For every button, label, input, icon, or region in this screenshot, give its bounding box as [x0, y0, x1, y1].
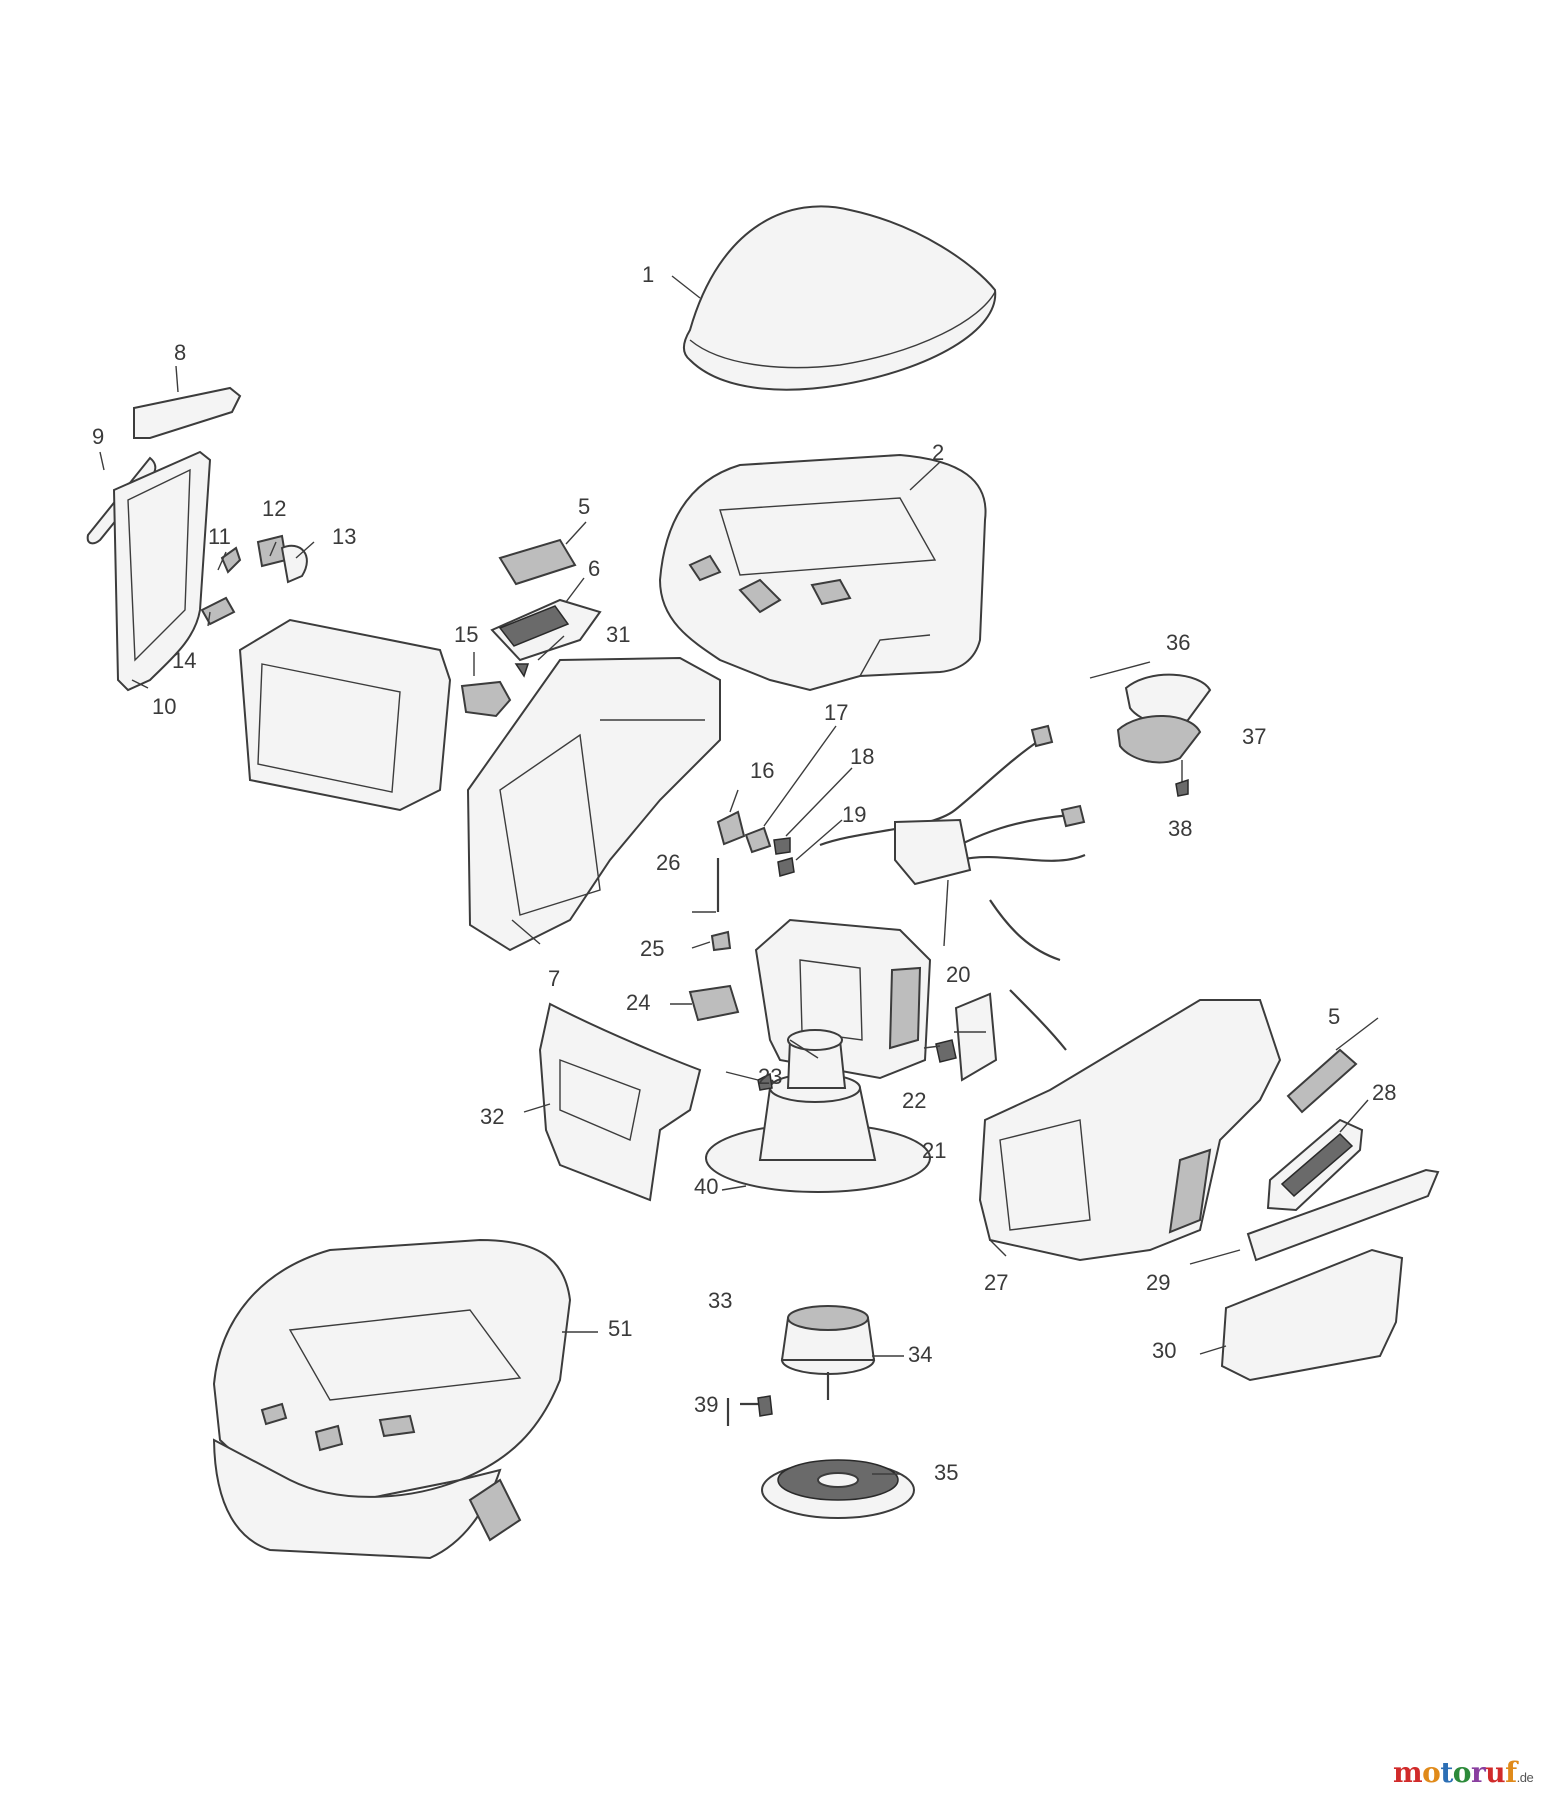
label-part-25: 25: [640, 936, 665, 961]
label-part-5-right: 5: [1328, 1004, 1341, 1029]
part-38-screw: [1175, 778, 1189, 797]
part-7-chassis: [466, 656, 721, 952]
part-14-clip: [200, 596, 236, 626]
label-part-14: 14: [172, 648, 197, 673]
part-27-right-body: [978, 999, 1282, 1262]
label-part-18: 18: [850, 744, 875, 769]
part-11-clip: [220, 546, 242, 574]
part-29-trim: [1246, 1168, 1440, 1262]
label-part-30: 30: [1152, 1338, 1177, 1363]
part-5-filter-right: [1286, 1048, 1358, 1114]
part-20-wiring-harness: [819, 724, 1086, 1051]
label-part-38: 38: [1168, 816, 1193, 841]
label-part-24: 24: [626, 990, 651, 1015]
label-part-37: 37: [1242, 724, 1267, 749]
label-part-9: 9: [92, 424, 105, 449]
part-16-part: [716, 810, 746, 846]
label-part-21: 21: [922, 1138, 947, 1163]
part-13-bracket: [280, 544, 308, 584]
label-part-39: 39: [694, 1392, 719, 1417]
label-part-32: 32: [480, 1104, 505, 1129]
part-22-terminal: [935, 1039, 957, 1063]
part-32-front-cover: [538, 1002, 702, 1202]
part-2-upper-housing: [658, 453, 987, 692]
label-part-12: 12: [262, 496, 287, 521]
motoruf-watermark: motoruf.de: [1393, 1756, 1534, 1789]
part-6-grille: [490, 598, 602, 662]
label-part-7: 7: [548, 966, 561, 991]
part-25-spring: [710, 930, 732, 952]
part-21-plate: [954, 992, 998, 1082]
label-part-19: 19: [842, 802, 867, 827]
part-10-front-frame: [112, 450, 212, 692]
part-24-switch: [688, 984, 740, 1022]
label-part-17: 17: [824, 700, 849, 725]
part-23-electronics-box: [754, 918, 932, 1080]
part-19-part: [777, 857, 795, 877]
label-part-31: 31: [606, 622, 631, 647]
part-39-bolt: [726, 1395, 773, 1426]
label-part-8: 8: [174, 340, 187, 365]
label-part-16: 16: [750, 758, 775, 783]
battery-box: [238, 618, 452, 812]
part-17-part: [744, 826, 772, 854]
label-part-11: 11: [208, 524, 231, 549]
part-15-connector: [460, 680, 512, 718]
label-part-22: 22: [902, 1088, 927, 1113]
label-part-28: 28: [1372, 1080, 1397, 1105]
label-part-20: 20: [946, 962, 971, 987]
part-51-assembled-unit: [212, 1238, 572, 1560]
label-part-23: 23: [758, 1064, 783, 1089]
part-40-screw: [757, 1072, 773, 1091]
watermark-text: motoruf: [1393, 1756, 1517, 1789]
label-part-10: 10: [152, 694, 177, 719]
part-37-handle: [1116, 714, 1202, 764]
part-35-blade-disc: [761, 1459, 915, 1519]
part-18-part: [773, 837, 791, 855]
label-part-27: 27: [984, 1270, 1009, 1295]
label-part-1: 1: [642, 262, 655, 287]
part-8-trim: [133, 386, 242, 439]
part-30-side-cover: [1220, 1248, 1404, 1382]
label-part-33: 33: [708, 1288, 733, 1313]
label-part-36: 36: [1166, 630, 1191, 655]
label-part-5: 5: [578, 494, 591, 519]
label-part-40: 40: [694, 1174, 719, 1199]
label-part-13: 13: [332, 524, 357, 549]
part-1-top-lid: [683, 205, 997, 391]
part-34-motor: [780, 1305, 876, 1400]
label-part-34: 34: [908, 1342, 933, 1367]
label-part-51: 51: [608, 1316, 633, 1341]
label-part-15: 15: [454, 622, 479, 647]
label-part-26: 26: [656, 850, 681, 875]
label-part-6: 6: [588, 556, 601, 581]
label-part-2: 2: [932, 440, 945, 465]
part-5-filter: [498, 538, 577, 586]
watermark-suffix: .de: [1516, 1770, 1534, 1785]
part-28-grille: [1266, 1118, 1364, 1212]
label-part-29: 29: [1146, 1270, 1171, 1295]
label-part-35: 35: [934, 1460, 959, 1485]
part-31-screw: [514, 663, 530, 678]
